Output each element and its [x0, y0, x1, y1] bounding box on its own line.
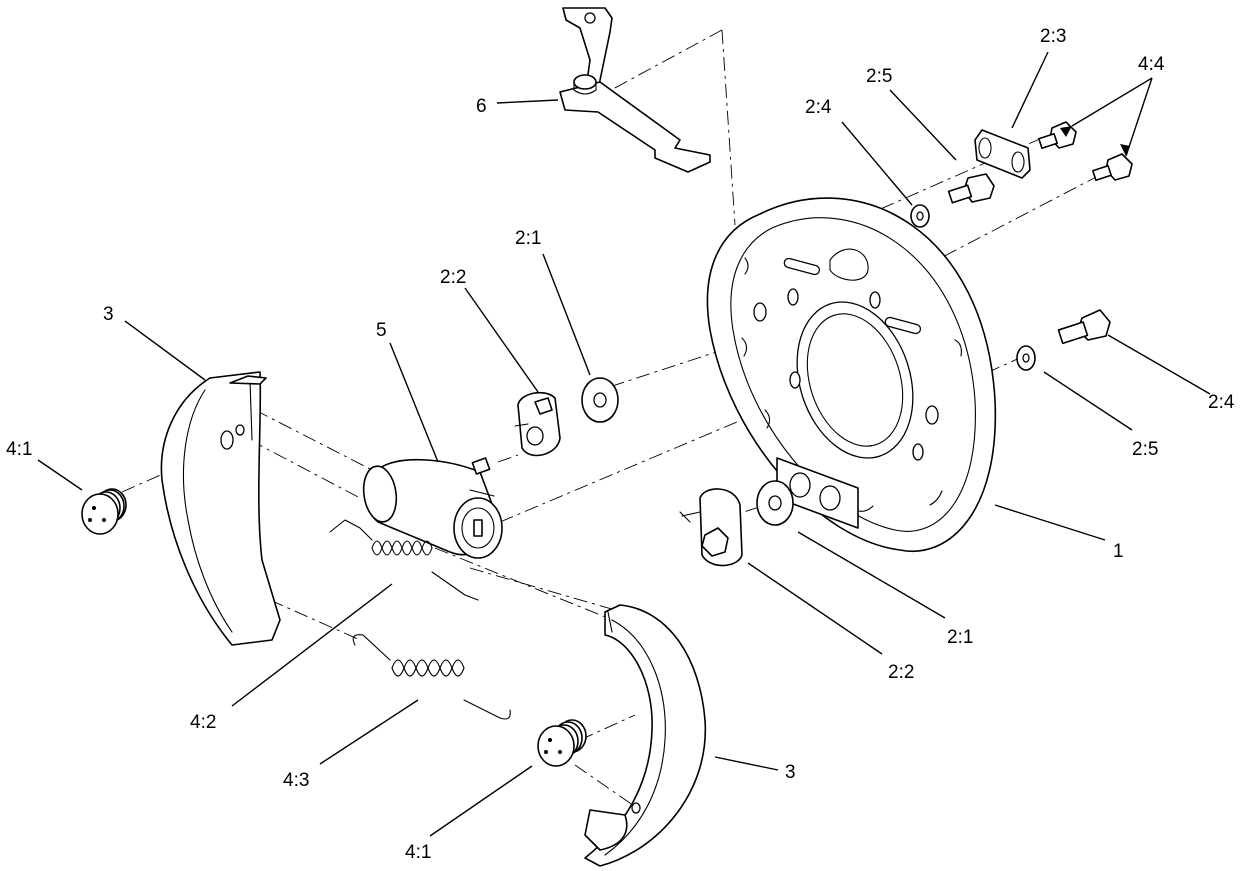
label-4-1-bottom: 4:1 — [405, 842, 431, 863]
bolt-4-4-lower — [1092, 153, 1133, 182]
bolt-right — [1057, 309, 1111, 345]
label-2-2-bottom: 2:2 — [888, 662, 914, 683]
return-spring-upper — [329, 519, 479, 601]
label-4-1-left: 4:1 — [6, 439, 32, 460]
label-2-2-top: 2:2 — [440, 267, 466, 288]
label-4-2: 4:2 — [190, 712, 216, 733]
label-3-right: 3 — [785, 762, 796, 783]
hold-down-spring-right — [537, 719, 587, 767]
hold-down-spring-left — [81, 488, 127, 535]
parking-brake-lever — [559, 7, 711, 173]
label-1: 1 — [1113, 541, 1124, 562]
label-5: 5 — [376, 320, 387, 341]
brake-shoe-right — [584, 604, 707, 867]
adjuster-cam-upper — [514, 391, 561, 457]
label-4-3: 4:3 — [283, 770, 309, 791]
label-2-4-right: 2:4 — [1208, 392, 1235, 413]
bolt-4-4-upper — [1038, 121, 1077, 150]
bolt-top — [947, 173, 995, 204]
label-2-5-top: 2:5 — [866, 66, 892, 87]
label-3-left: 3 — [103, 304, 114, 325]
label-4-4: 4:4 — [1138, 54, 1165, 75]
wheel-cylinder — [362, 457, 503, 559]
label-2-1-bottom: 2:1 — [947, 627, 973, 648]
leader-lines — [37, 51, 1211, 837]
washer-lower — [756, 480, 794, 526]
backing-plate — [706, 197, 997, 552]
label-2-5-right: 2:5 — [1132, 439, 1158, 460]
callout-labels: 6 2:1 2:2 5 3 4:1 2:4 2:5 2:3 4:4 2:4 2:… — [6, 26, 1235, 863]
spacer-block-top — [974, 129, 1031, 179]
label-2-4-top: 2:4 — [805, 97, 832, 118]
label-2-3: 2:3 — [1040, 26, 1066, 47]
return-spring-lower — [352, 634, 511, 720]
washer-right — [1016, 345, 1036, 371]
label-2-1-top: 2:1 — [515, 228, 541, 249]
washer-upper — [581, 377, 619, 423]
washer-top — [910, 204, 930, 228]
brake-shoe-left — [160, 371, 281, 646]
label-6: 6 — [476, 96, 487, 117]
adjuster-cam-lower — [679, 488, 743, 567]
